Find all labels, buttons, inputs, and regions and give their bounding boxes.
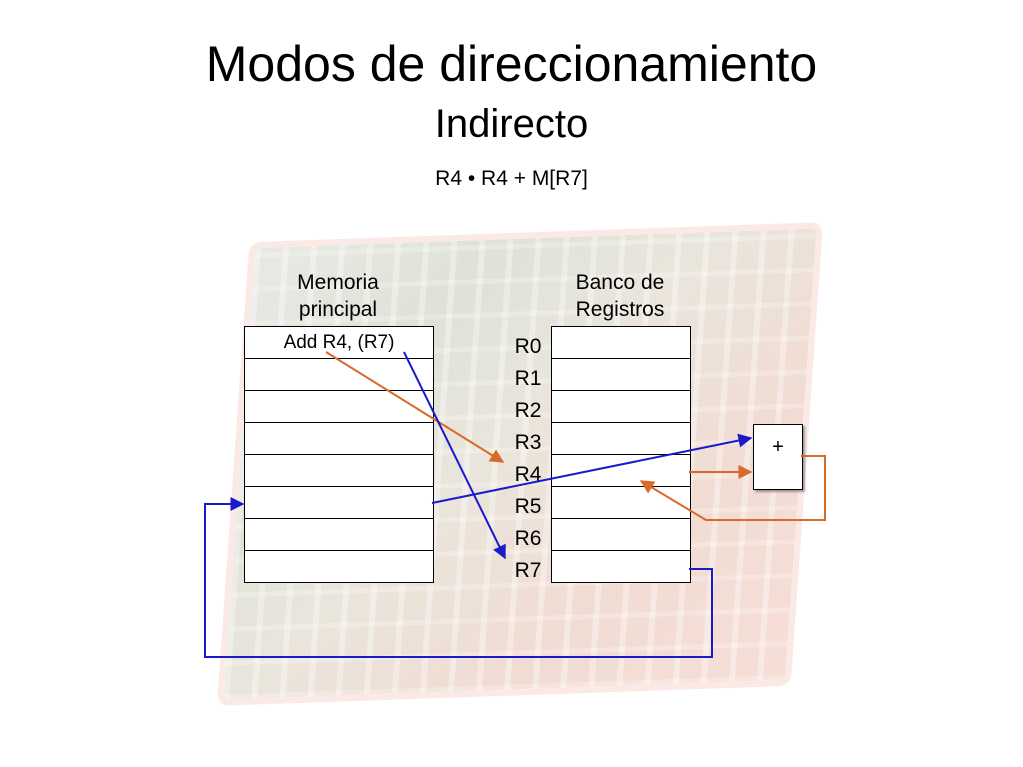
- register-labels: R0 R1 R2 R3 R4 R5 R6 R7: [508, 331, 548, 587]
- arrow-instruction-to-r7: [403, 351, 506, 560]
- register-cell-r3: [552, 423, 690, 455]
- register-label-r4: R4: [514, 463, 542, 486]
- register-label-r0: R0: [514, 335, 542, 358]
- register-label-r1: R1: [514, 367, 542, 390]
- arrow-r7-to-memory-address: [204, 497, 713, 658]
- register-cell-r6: [552, 519, 690, 551]
- main-memory-table: Add R4, (R7): [244, 326, 434, 583]
- arrow-instruction-to-r4: [325, 351, 505, 463]
- memory-header-line2: principal: [298, 298, 378, 321]
- memory-cell-1: [245, 359, 433, 391]
- register-cell-r0: [552, 327, 690, 359]
- adder-box: +: [753, 424, 803, 490]
- register-label-r7: R7: [514, 559, 542, 582]
- memory-cell-6: [245, 519, 433, 551]
- register-cell-r7: [552, 551, 690, 583]
- memory-cell-4: [245, 455, 433, 487]
- memory-cell-0: Add R4, (R7): [245, 327, 433, 359]
- memory-header-line1: Memoria: [297, 271, 379, 294]
- adder-plus-symbol: +: [772, 436, 784, 458]
- register-label-r3: R3: [514, 431, 542, 454]
- register-label-r2: R2: [514, 399, 542, 422]
- arrow-adder-result-to-r4: [639, 455, 826, 521]
- slide-subtitle: Indirecto: [434, 102, 589, 146]
- register-label-r6: R6: [514, 527, 542, 550]
- memory-cell-3: [245, 423, 433, 455]
- memory-cell-2: [245, 391, 433, 423]
- register-cell-r4: [552, 455, 690, 487]
- registers-header: Banco de Registros: [551, 269, 689, 323]
- registers-header-line1: Banco de: [575, 271, 665, 294]
- operation-formula: R4 • R4 + M[R7]: [435, 167, 588, 190]
- register-cell-r5: [552, 487, 690, 519]
- memory-cell-7: [245, 551, 433, 583]
- register-cell-r1: [552, 359, 690, 391]
- memory-cell-5: [245, 487, 433, 519]
- arrow-memory-to-adder: [431, 433, 753, 504]
- slide-title: Modos de direccionamiento: [205, 36, 818, 92]
- register-label-r5: R5: [514, 495, 542, 518]
- memory-header: Memoria principal: [244, 269, 432, 323]
- register-cell-r2: [552, 391, 690, 423]
- registers-header-line2: Registros: [575, 298, 665, 321]
